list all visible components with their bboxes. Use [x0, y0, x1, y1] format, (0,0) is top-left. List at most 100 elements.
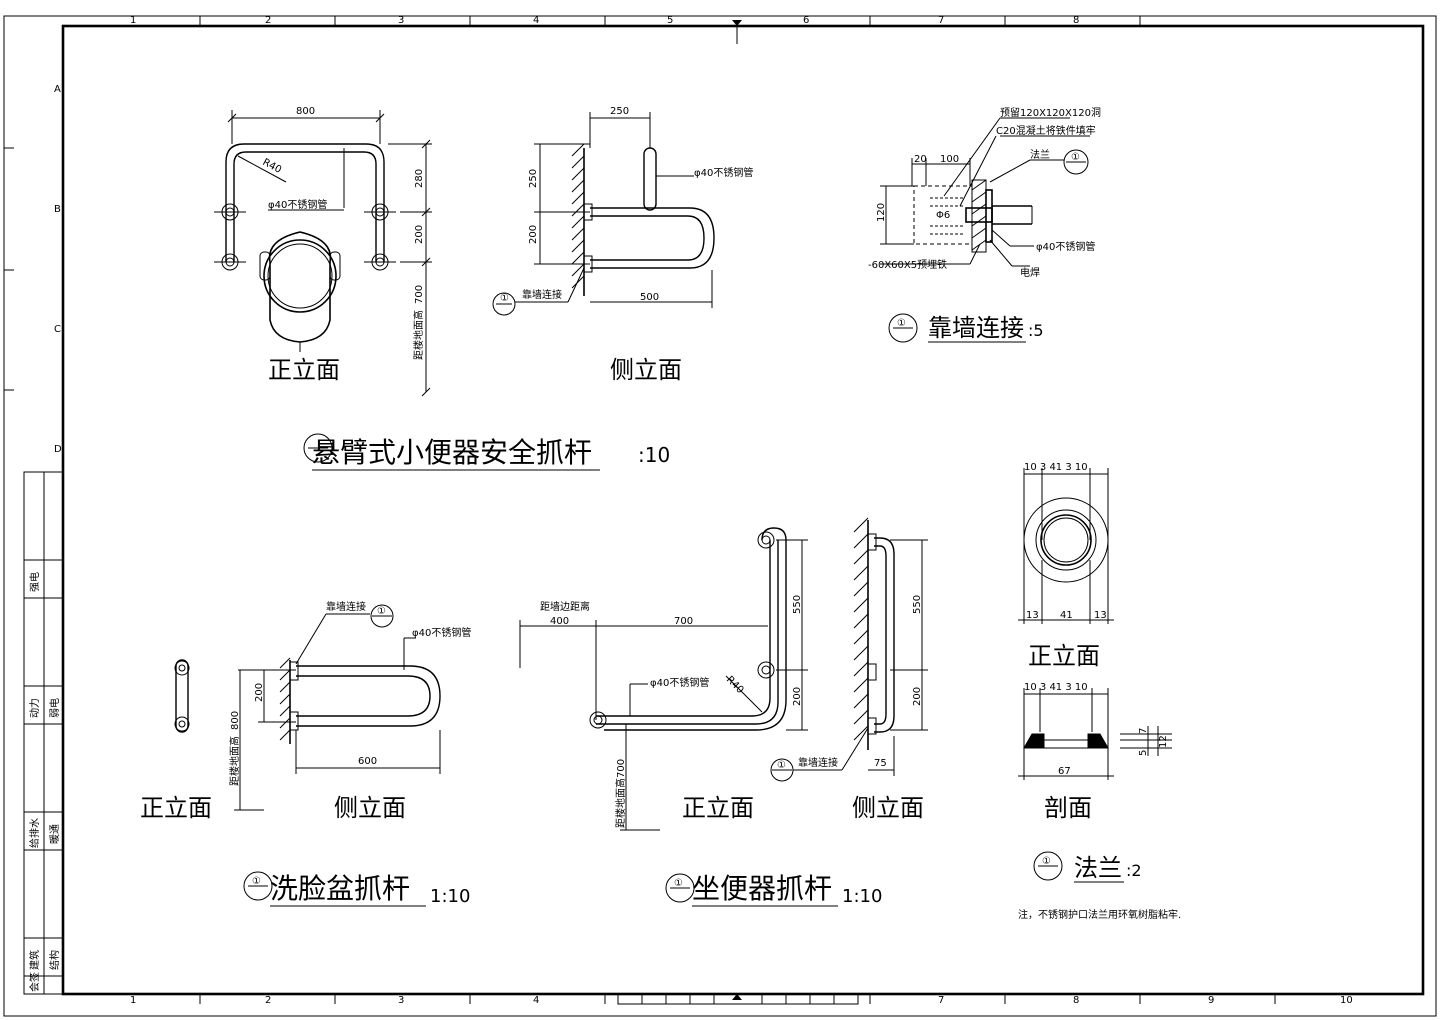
toilet-dim-550: 550 — [792, 595, 803, 614]
flange-section-7: 7 — [1138, 728, 1149, 734]
flange-front-caption: 正立面 — [1028, 642, 1100, 670]
basin-front-caption: 正立面 — [140, 794, 212, 822]
basin-title-symbol: ① — [252, 876, 261, 887]
basin-title-group: ① 洗脸盆抓杆 1:10 — [243, 871, 470, 907]
wall-note-2: C20混凝土将铁件填牢 — [996, 124, 1096, 137]
wall-dim-20: 20 — [914, 154, 927, 165]
flange-title-symbol: ① — [1042, 856, 1051, 867]
urinal-scale: :10 — [638, 443, 670, 467]
flange-title: 法兰 — [1074, 854, 1122, 882]
urinal-height-label: 距楼地面高 — [412, 310, 425, 360]
toilet-side-dim-200: 200 — [912, 687, 923, 706]
signoff-strong-current: 强电 — [28, 572, 41, 592]
flange-mid-13a: 13 — [1026, 610, 1039, 621]
basin-scale: 1:10 — [430, 886, 470, 907]
col-8-bottom: 8 — [1073, 995, 1079, 1006]
bottom-strip — [617, 993, 859, 1005]
wall-pipe-label: φ40不锈钢管 — [1036, 240, 1095, 253]
center-mark-top — [732, 20, 742, 26]
flange-section-12: 12 — [1158, 735, 1169, 748]
column-numbers: 1 2 3 4 5 6 7 8 1 2 3 4 7 8 9 10 — [130, 15, 1353, 1006]
urinal-front-elevation: 800 R40 φ40不锈钢管 280 200 7 — [214, 106, 432, 397]
toilet-side-wall-label: 靠墙连接 — [798, 756, 838, 769]
urinal-side-dim-500: 500 — [640, 292, 659, 303]
basin-side-caption: 侧立面 — [334, 794, 406, 822]
col-2: 2 — [265, 15, 271, 26]
urinal-front-caption: 正立面 — [268, 356, 340, 384]
flange-section-67: 67 — [1058, 766, 1071, 777]
urinal-title: 悬臂式小便器安全抓杆 — [312, 436, 592, 469]
row-b: B — [54, 204, 61, 215]
toilet-dim-400: 400 — [550, 616, 569, 627]
flange-top-dims: 10 3 41 3 10 — [1024, 462, 1088, 473]
toilet-height-label: 距楼地面高700 — [614, 759, 627, 828]
urinal-dim-700: 700 — [414, 285, 425, 304]
outer-border — [3, 15, 1437, 1017]
col-8: 8 — [1073, 15, 1079, 26]
wall-connection-detail: 预留120X120X120洞 C20混凝土将铁件填牢 法兰 ① 20 100 1… — [868, 106, 1101, 343]
urinal-dim-280: 280 — [414, 169, 425, 188]
flange-note: 注，不锈钢护口法兰用环氧树脂粘牢. — [1018, 908, 1181, 921]
col-10-bottom: 10 — [1340, 995, 1353, 1006]
col-5: 5 — [667, 15, 673, 26]
row-c: C — [54, 324, 61, 335]
row-a: A — [54, 84, 61, 95]
basin-height-label: 距楼地面高 — [228, 736, 241, 786]
title-block: 强电 动力 弱电 给排水 暖通 建筑 结构 会签 — [23, 471, 64, 995]
wall-note-1: 预留120X120X120洞 — [1000, 106, 1101, 119]
basin-dim-600: 600 — [358, 756, 377, 767]
wall-scale: :5 — [1028, 321, 1044, 340]
flange-mid-41: 41 — [1060, 610, 1073, 621]
toilet-pipe-label: φ40不锈钢管 — [650, 676, 709, 689]
basin-title: 洗脸盆抓杆 — [270, 872, 410, 905]
wall-plate-label: -60X60X5预埋铁 — [868, 258, 947, 271]
flange-section-5: 5 — [1138, 750, 1149, 756]
toilet-title: 坐便器抓杆 — [692, 872, 832, 905]
urinal-side-caption: 侧立面 — [610, 356, 682, 384]
col-2-bottom: 2 — [265, 995, 271, 1006]
signoff-weak-current: 弱电 — [48, 698, 61, 718]
flange-section-view: 10 3 41 3 10 67 7 5 12 剖面 — [1018, 682, 1172, 822]
col-9-bottom: 9 — [1208, 995, 1214, 1006]
toilet-side-callout-symbol: ① — [777, 760, 786, 771]
urinal-pipe-label: φ40不锈钢管 — [268, 198, 327, 211]
wall-title-symbol: ① — [897, 318, 906, 329]
wall-dim-100: 100 — [940, 154, 959, 165]
urinal-title-group: 悬臂式小便器安全抓杆 :10 — [303, 433, 670, 471]
signoff-structure: 结构 — [48, 950, 61, 970]
wall-weld-label: 电焊 — [1020, 266, 1040, 279]
flange-front-view: 10 3 41 3 10 13 41 13 正立面 — [1018, 462, 1114, 670]
col-4-bottom: 4 — [533, 995, 539, 1006]
basin-front-elevation: 正立面 — [140, 659, 212, 822]
toilet-scale: 1:10 — [842, 886, 882, 907]
wall-title: 靠墙连接 — [928, 314, 1024, 342]
urinal-dim-800: 800 — [296, 106, 315, 117]
toilet-side-elevation: 550 200 75 ① 靠墙连接 侧立面 — [770, 517, 928, 822]
col-1-bottom: 1 — [130, 995, 136, 1006]
row-letters: A B C D — [54, 84, 62, 455]
center-mark-bottom — [732, 994, 742, 1000]
urinal-side-callout-symbol: ① — [500, 293, 509, 304]
col-7-bottom: 7 — [938, 995, 944, 1006]
urinal-side-elevation: 250 250 200 φ40不锈钢管 500 ① 靠墙连接 侧立面 — [492, 106, 753, 384]
flange-section-caption: 剖面 — [1044, 794, 1092, 822]
toilet-dim-200: 200 — [792, 687, 803, 706]
toilet-front-caption: 正立面 — [682, 794, 754, 822]
basin-pipe-label: φ40不锈钢管 — [412, 626, 471, 639]
signoff-plumbing: 给排水 — [28, 818, 41, 848]
col-6: 6 — [803, 15, 809, 26]
col-3-bottom: 3 — [398, 995, 404, 1006]
col-3: 3 — [398, 15, 404, 26]
toilet-side-dim-75: 75 — [874, 758, 887, 769]
wall-flange-label: 法兰 — [1030, 148, 1050, 161]
urinal-side-dim-250: 250 — [610, 106, 629, 117]
toilet-title-symbol: ① — [674, 878, 683, 889]
toilet-front-elevation: 距墙边距离 400 700 R40 φ40不锈钢管 550 200 距楼地面高7… — [519, 527, 808, 831]
col-4: 4 — [533, 15, 539, 26]
basin-side-elevation: 200 800 距楼地面高 600 靠墙连接 ① φ40不锈钢管 侧立面 — [228, 600, 471, 822]
signoff-architecture: 建筑 — [28, 950, 41, 970]
wall-callout-symbol: ① — [1071, 152, 1080, 163]
signoff-countersign: 会签 — [28, 972, 41, 992]
flange-mid-13b: 13 — [1094, 610, 1107, 621]
